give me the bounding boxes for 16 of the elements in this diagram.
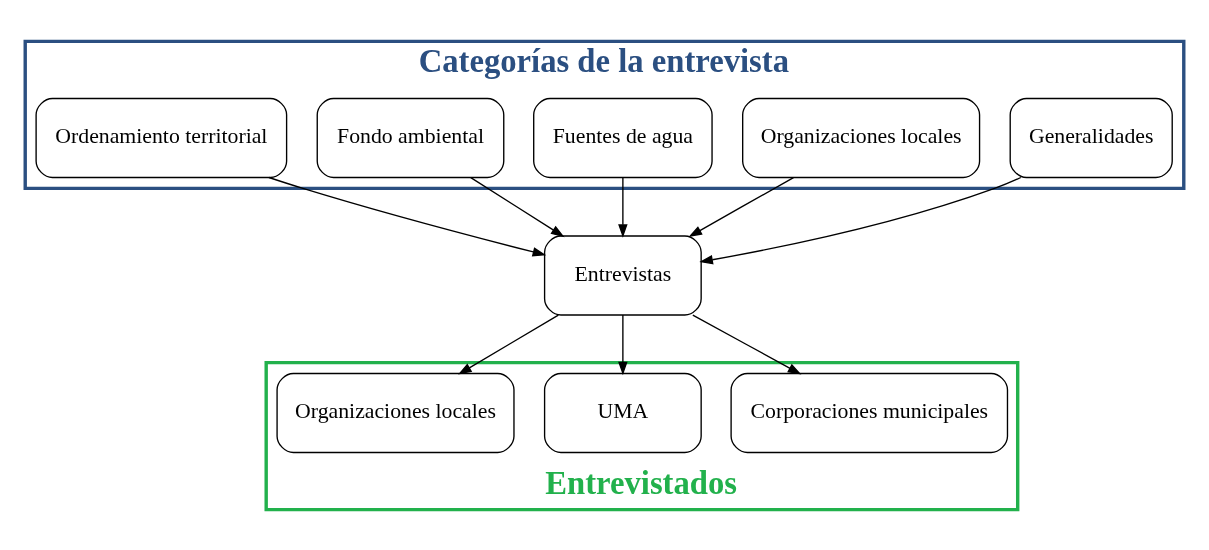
node-box: UMA [543,372,702,453]
node-box: Entrevistas [543,234,702,316]
arrow [618,176,628,238]
node-box: Organizaciones locales [276,372,515,453]
arrow [618,313,628,375]
node-box: Fondo ambiental [316,97,505,178]
arrow [692,313,802,374]
node-box: Fuentes de agua [533,97,713,178]
arrow [699,176,1022,264]
node-box: Ordenamiento territorial [35,97,288,178]
arrow [470,176,565,237]
node-box: Organizaciones locales [742,97,981,178]
node-box: Generalidades [1009,97,1173,178]
arrow [458,313,559,375]
node-box: Corporaciones municipales [730,372,1009,453]
arrow [688,176,795,237]
